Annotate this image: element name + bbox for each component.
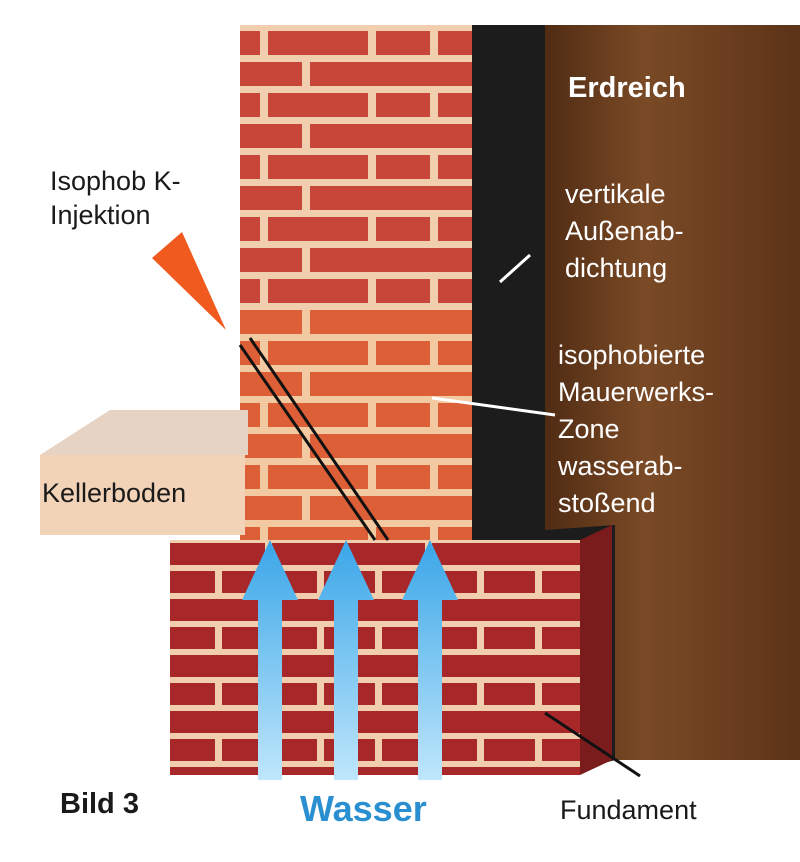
label-fundament: Fundament xyxy=(560,795,697,825)
foundation-bricks xyxy=(170,540,580,775)
water-arrow-icon xyxy=(242,540,298,780)
label-line: isophobierte xyxy=(558,340,706,370)
label-line: dichtung xyxy=(565,253,668,283)
upper-wall-bricks xyxy=(240,25,472,310)
pointer-fundament xyxy=(544,711,641,778)
floor-top xyxy=(40,410,248,455)
label-line: Injektion xyxy=(50,200,151,230)
label-kellerboden: Kellerboden xyxy=(42,478,187,508)
label-wasser: Wasser xyxy=(300,788,427,829)
label-line: Zone xyxy=(558,414,620,444)
membrane xyxy=(470,25,615,770)
label-line: Isophob K- xyxy=(50,166,181,196)
figure-label: Bild 3 xyxy=(60,788,139,820)
isophobic-zone-bricks xyxy=(240,310,472,560)
water-arrow-icon xyxy=(318,540,374,780)
water-arrows xyxy=(242,540,458,780)
pointer-zone xyxy=(431,396,556,417)
water-arrow-icon xyxy=(402,540,458,780)
drill-hole-1 xyxy=(238,344,377,541)
label-line: wasserab- xyxy=(558,451,683,481)
label-erdreich: Erdreich xyxy=(568,72,686,104)
injection-icon xyxy=(152,232,226,330)
drill-hole-2 xyxy=(248,337,390,541)
label-line: Außenab- xyxy=(565,216,684,246)
floor-slab xyxy=(40,455,245,535)
label-line: vertikale xyxy=(565,179,666,209)
foundation-side xyxy=(580,525,612,775)
pointer-abdichtung xyxy=(498,253,532,284)
label-line: stoßend xyxy=(558,488,656,518)
label-line: Mauerwerks- xyxy=(558,377,715,407)
